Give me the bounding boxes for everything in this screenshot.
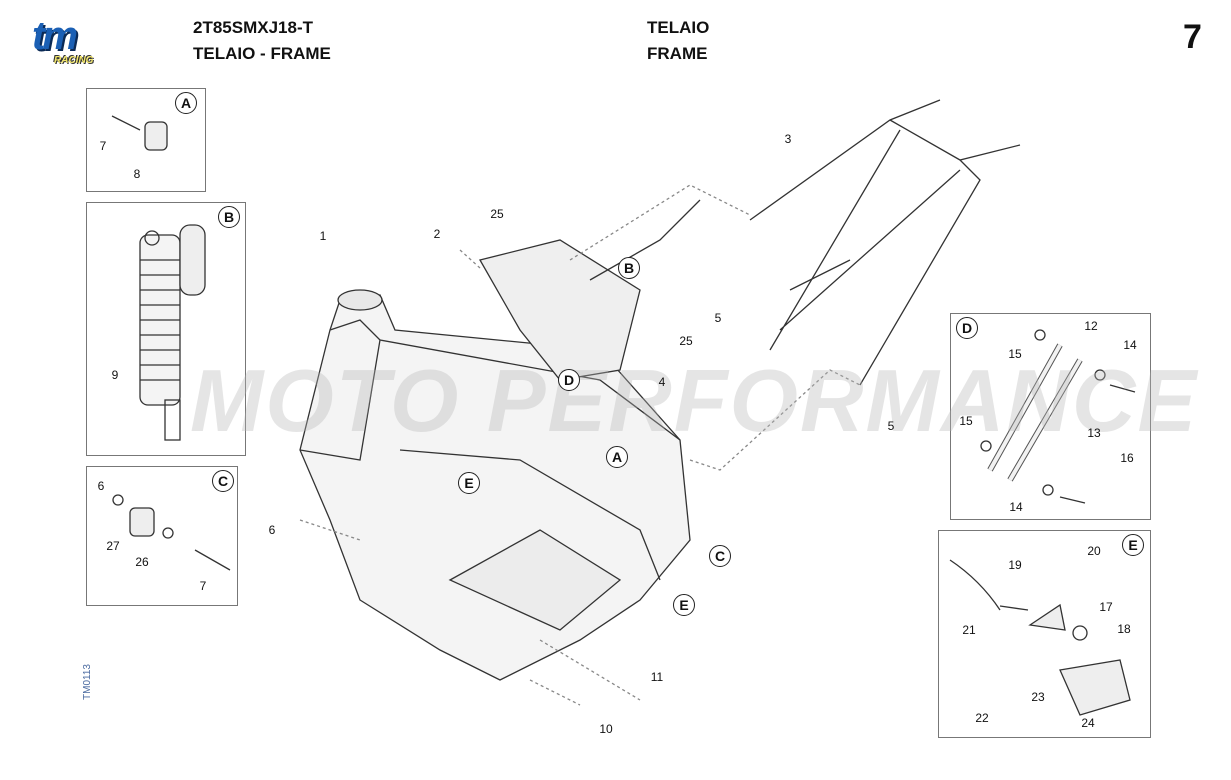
callout-25: 25 — [679, 334, 693, 348]
detail-box-c — [86, 466, 238, 606]
callout-8: 8 — [133, 167, 141, 181]
box-b-letter: B — [218, 206, 240, 228]
detail-parts — [111, 115, 1136, 716]
detail-ref-e: E — [673, 594, 695, 616]
callout-4: 4 — [658, 375, 666, 389]
watermark: MOTO PERFORMANCE — [190, 351, 1199, 450]
model-code: 2T85SMXJ18-T — [193, 18, 313, 37]
logo-brand: tm — [32, 14, 78, 58]
callout-27: 27 — [106, 539, 120, 553]
rear-subframe — [749, 99, 1021, 386]
box-e-letter: E — [1122, 534, 1144, 556]
callout-19: 19 — [1008, 558, 1022, 572]
callout-6: 6 — [97, 479, 105, 493]
callout-5: 5 — [887, 419, 895, 433]
leader-lines — [299, 184, 861, 706]
callout-15: 15 — [1008, 347, 1022, 361]
box-a-letter: A — [175, 92, 197, 114]
section-title-en: FRAME — [647, 44, 708, 63]
callout-2: 2 — [433, 227, 441, 241]
shock-absorber — [139, 224, 206, 441]
callout-14: 14 — [1009, 500, 1023, 514]
callout-1: 1 — [319, 229, 327, 243]
callout-17: 17 — [1099, 600, 1113, 614]
detail-ref-a: A — [606, 446, 628, 468]
callout-20: 20 — [1087, 544, 1101, 558]
callout-7: 7 — [99, 139, 107, 153]
detail-ref-d: D — [558, 369, 580, 391]
callout-18: 18 — [1117, 622, 1131, 636]
callout-15: 15 — [959, 414, 973, 428]
callout-10: 10 — [599, 722, 613, 736]
callout-21: 21 — [962, 623, 976, 637]
section-title-it: TELAIO — [647, 18, 710, 37]
box-c-letter: C — [212, 470, 234, 492]
detail-ref-b: B — [618, 257, 640, 279]
callout-16: 16 — [1120, 451, 1134, 465]
callout-11: 11 — [650, 670, 664, 684]
callout-24: 24 — [1081, 716, 1095, 730]
callout-3: 3 — [784, 132, 792, 146]
callout-23: 23 — [1031, 690, 1045, 704]
callout-6: 6 — [268, 523, 276, 537]
tm-racing-logo: tm RACING — [28, 14, 136, 70]
box-d-letter: D — [956, 317, 978, 339]
detail-ref-e: E — [458, 472, 480, 494]
callout-25: 25 — [490, 207, 504, 221]
section-subtitle: TELAIO - FRAME — [193, 44, 331, 63]
callout-5: 5 — [714, 311, 722, 325]
callout-7: 7 — [199, 579, 207, 593]
callout-12: 12 — [1084, 319, 1098, 333]
page-number: 7 — [1183, 18, 1202, 56]
callout-9: 9 — [111, 368, 119, 382]
callout-26: 26 — [135, 555, 149, 569]
logo-sub: RACING — [54, 55, 94, 66]
callout-22: 22 — [975, 711, 989, 725]
callout-13: 13 — [1087, 426, 1101, 440]
detail-ref-c: C — [709, 545, 731, 567]
main-frame — [299, 199, 701, 681]
callout-14: 14 — [1123, 338, 1137, 352]
